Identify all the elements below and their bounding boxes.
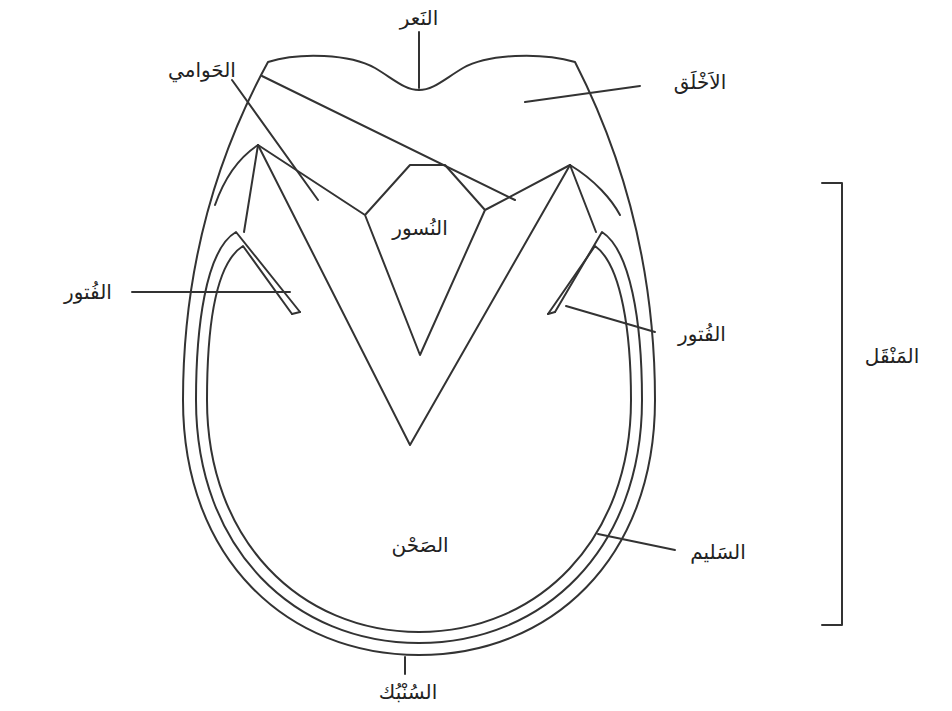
part-label: الفُتور bbox=[676, 322, 728, 346]
bar-line bbox=[244, 145, 258, 232]
leader-line bbox=[132, 291, 290, 293]
part-label: الحَوامي bbox=[166, 58, 238, 82]
bar-tip bbox=[292, 312, 555, 314]
leader-line bbox=[262, 76, 515, 200]
bracket bbox=[822, 183, 842, 625]
part-label: النَعر bbox=[398, 6, 440, 30]
part-label: السَليم bbox=[688, 540, 747, 564]
part-label: المَنْقَل bbox=[863, 344, 922, 368]
part-label: السُنْبُك bbox=[377, 680, 439, 704]
frog-outline bbox=[258, 145, 570, 445]
heel-line bbox=[570, 165, 620, 215]
wall-line bbox=[196, 232, 642, 643]
leader-line bbox=[525, 86, 640, 102]
leader-line bbox=[404, 657, 406, 674]
frog-cleft bbox=[258, 145, 570, 355]
part-label: الاَخْلَق bbox=[672, 70, 729, 94]
part-label: الفُتور bbox=[62, 280, 114, 304]
part-label: النُسور bbox=[390, 216, 450, 240]
white-line bbox=[207, 246, 631, 632]
leader-line bbox=[418, 32, 420, 88]
leader-line bbox=[598, 534, 675, 550]
leader-line bbox=[566, 306, 655, 332]
heel-line bbox=[215, 145, 258, 205]
bar-line bbox=[570, 165, 596, 232]
part-label: الصَحْن bbox=[389, 533, 450, 557]
hoof-outline bbox=[183, 56, 655, 655]
